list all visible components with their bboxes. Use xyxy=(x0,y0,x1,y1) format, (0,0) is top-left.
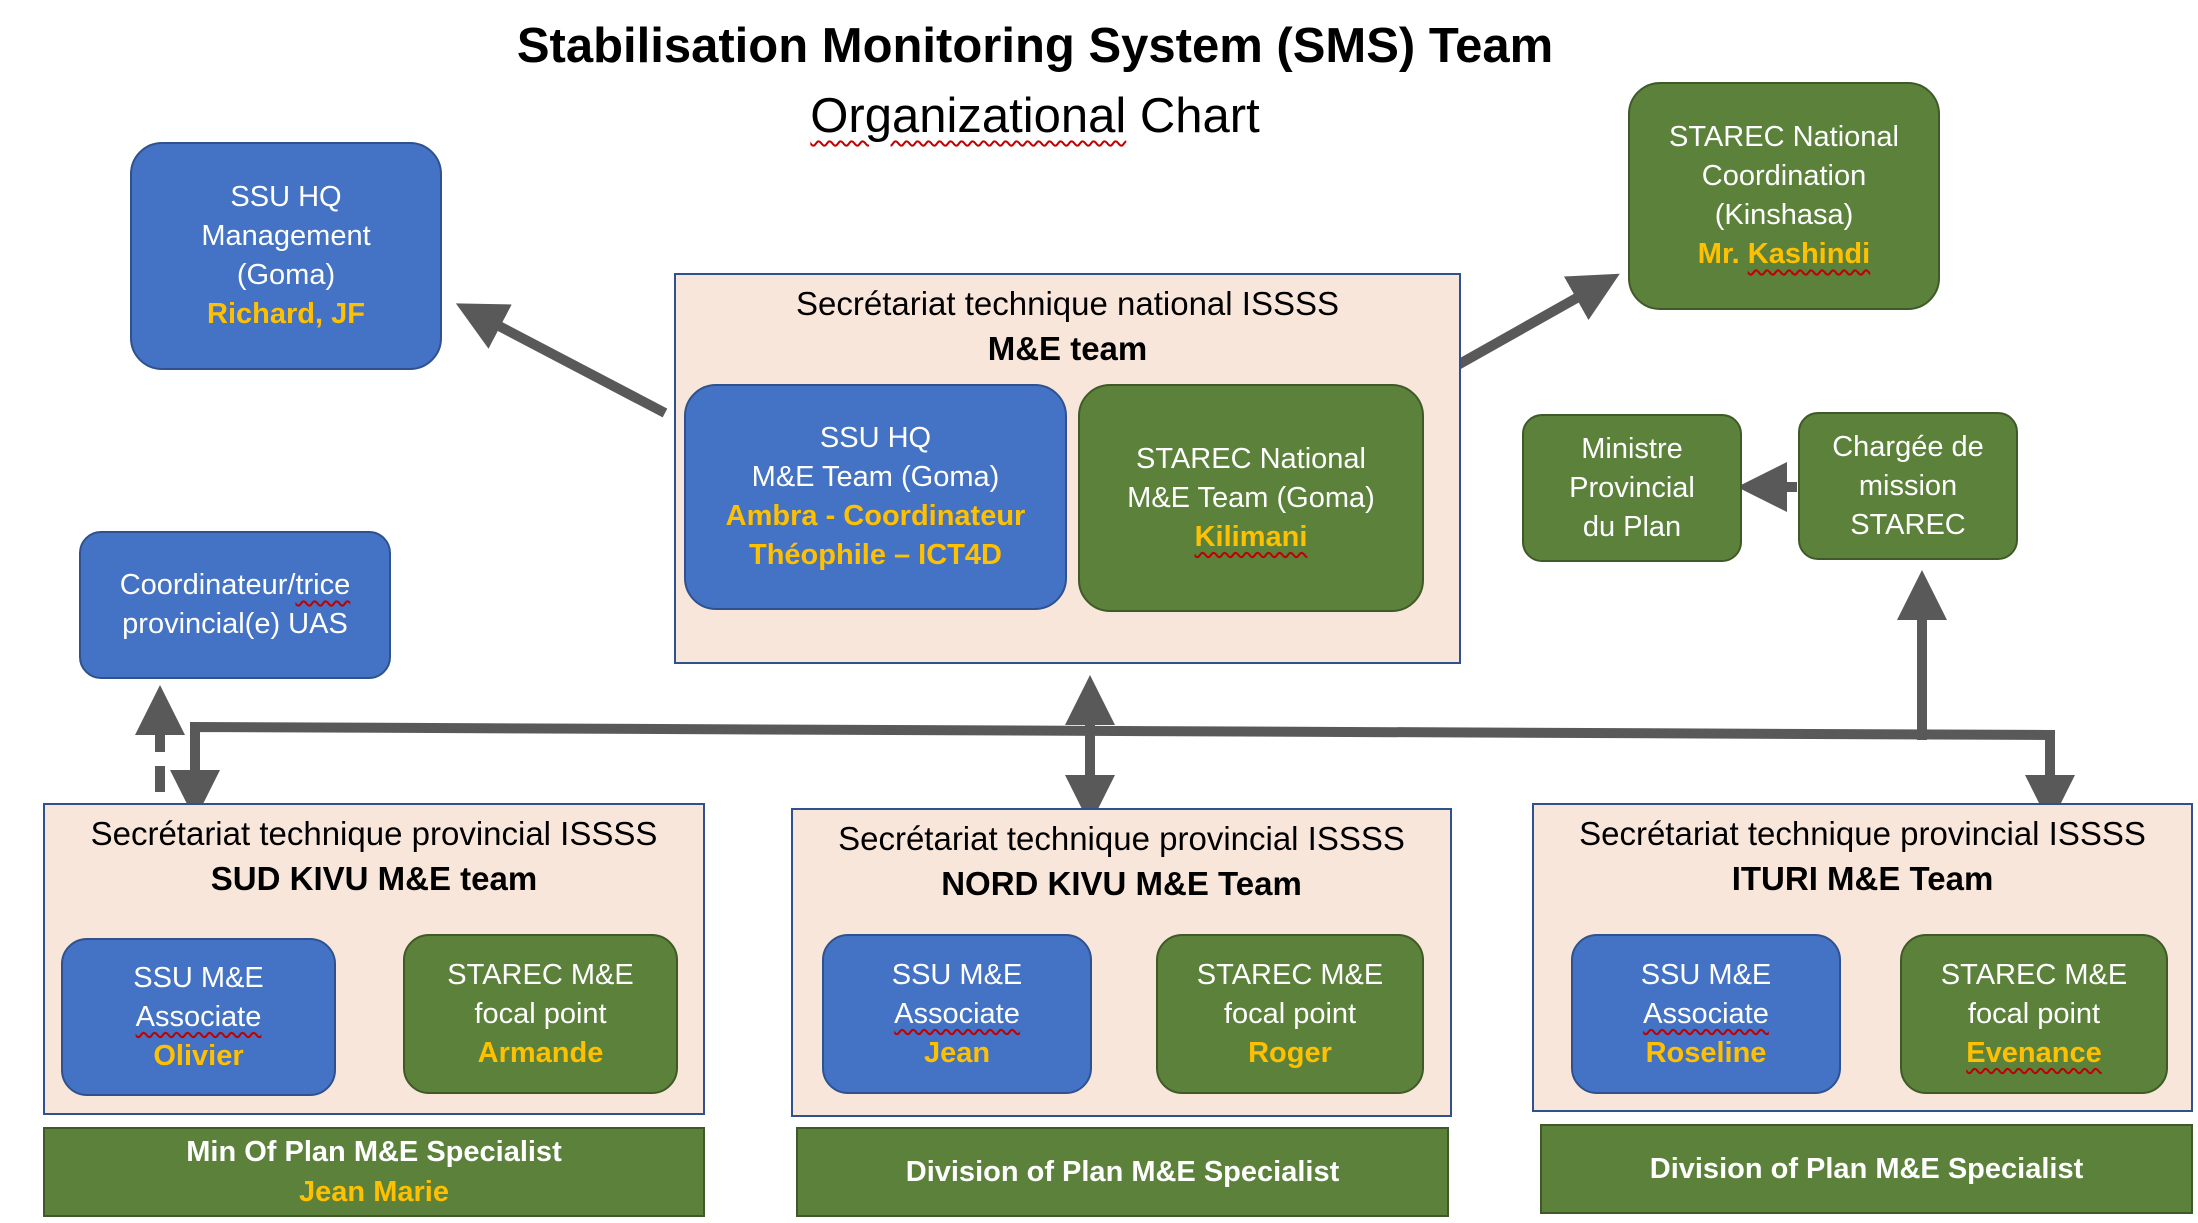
nord-kivu-ssu-name: Jean xyxy=(923,1036,991,1069)
coordinateur-provincial-box: Coordinateur/trice provincial(e) UAS xyxy=(79,531,391,679)
subtitle-word-organizational: Organizational xyxy=(810,89,1127,143)
ministre-line1: Ministre xyxy=(1581,432,1683,465)
ituri-ssu-line1: SSU M&E xyxy=(1640,958,1772,991)
ministre-provincial-box: Ministre Provincial du Plan xyxy=(1522,414,1742,562)
ssu-hq-me-team-box: SSU HQ M&E Team (Goma) Ambra - Coordinat… xyxy=(684,384,1067,610)
starec-national-me-line1: STAREC National xyxy=(1136,442,1366,475)
ituri-specialist-bar: Division of Plan M&E Specialist xyxy=(1540,1124,2193,1214)
starec-national-me-team-box: STAREC National M&E Team (Goma) Kilimani xyxy=(1078,384,1424,612)
arrow-to-ssu-hq-management xyxy=(455,303,668,418)
coordinateur-line1: Coordinateur/trice xyxy=(120,566,351,605)
ministre-line3: du Plan xyxy=(1582,510,1682,543)
sud-kivu-ssu-box: SSU M&E Associate Olivier xyxy=(61,938,336,1096)
starec-national-line2: Coordination xyxy=(1701,160,1867,192)
nord-kivu-ssu-box: SSU M&E Associate Jean xyxy=(822,934,1092,1094)
ssu-hq-management-line1: SSU HQ xyxy=(230,181,342,213)
chargee-de-mission-box: Chargée de mission STAREC xyxy=(1798,412,2018,560)
chargee-line2: mission xyxy=(1858,469,1958,502)
sud-kivu-heading: Secrétariat technique provincial ISSSS xyxy=(90,815,658,852)
ssu-hq-me-name1: Ambra - Coordinateur xyxy=(725,500,1026,532)
sud-kivu-starec-line2: focal point xyxy=(474,997,607,1030)
sud-kivu-starec-line1: STAREC M&E xyxy=(447,958,634,991)
sud-kivu-starec-name: Armande xyxy=(477,1036,604,1069)
sud-kivu-starec-box: STAREC M&E focal point Armande xyxy=(403,934,678,1094)
starec-national-name-line: Mr. Kashindi xyxy=(1698,235,1870,274)
sud-kivu-ssu-name: Olivier xyxy=(153,1039,244,1072)
ssu-hq-management-line3: (Goma) xyxy=(236,259,336,291)
ssu-hq-me-line2: M&E Team (Goma) xyxy=(751,461,1000,493)
sud-kivu-specialist-bar: Min Of Plan M&E Specialist Jean Marie xyxy=(43,1127,705,1217)
ministre-line2: Provincial xyxy=(1569,471,1695,504)
national-team-subheading: M&E team xyxy=(987,330,1148,367)
ituri-starec-name: Evenance xyxy=(1966,1036,2102,1069)
chargee-line1: Chargée de xyxy=(1832,430,1984,463)
ituri-subheading: ITURI M&E Team xyxy=(1731,860,1994,897)
ituri-starec-line1: STAREC M&E xyxy=(1940,958,2128,991)
coordinateur-line2: provincial(e) UAS xyxy=(122,608,348,640)
ssu-hq-management-box: SSU HQ Management (Goma) Richard, JF xyxy=(130,142,442,370)
horizontal-connector xyxy=(190,721,2055,770)
nord-kivu-heading: Secrétariat technique provincial ISSSS xyxy=(838,820,1405,857)
sud-kivu-ssu-line1: SSU M&E xyxy=(133,961,264,994)
chart-title: Stabilisation Monitoring System (SMS) Te… xyxy=(516,19,1554,73)
starec-national-line1: STAREC National xyxy=(1669,121,1899,153)
ituri-ssu-line2: Associate xyxy=(1643,997,1769,1030)
sud-kivu-subheading: SUD KIVU M&E team xyxy=(210,860,538,897)
starec-national-me-line2: M&E Team (Goma) xyxy=(1127,481,1375,514)
ituri-ssu-name: Roseline xyxy=(1645,1036,1767,1069)
ssu-hq-me-name2: Théophile – ICT4D xyxy=(749,539,1002,571)
ituri-starec-box: STAREC M&E focal point Evenance xyxy=(1900,934,2168,1094)
subtitle-word-chart: Chart xyxy=(1126,89,1260,143)
nord-kivu-specialist-title: Division of Plan M&E Specialist xyxy=(905,1156,1340,1188)
coordinateur-line1a: Coordinateur/ xyxy=(119,569,296,601)
ituri-specialist-title: Division of Plan M&E Specialist xyxy=(1649,1153,2084,1185)
national-team-heading: Secrétariat technique national ISSSS xyxy=(795,285,1339,322)
nord-kivu-specialist-bar: Division of Plan M&E Specialist xyxy=(796,1127,1449,1217)
nord-kivu-ssu-line2: Associate xyxy=(894,997,1020,1030)
starec-national-me-name: Kilimani xyxy=(1194,520,1308,553)
sud-kivu-specialist-name: Jean Marie xyxy=(299,1176,449,1208)
nord-kivu-starec-name: Roger xyxy=(1248,1036,1332,1069)
chart-subtitle: Organizational Chart xyxy=(0,88,2070,144)
ssu-hq-me-line1: SSU HQ xyxy=(819,422,932,454)
sud-kivu-specialist-title: Min Of Plan M&E Specialist xyxy=(186,1136,562,1168)
coordinateur-line1b: trice xyxy=(295,569,351,601)
ssu-hq-management-line2: Management xyxy=(201,220,371,252)
ituri-heading: Secrétariat technique provincial ISSSS xyxy=(1579,815,2146,852)
nord-kivu-ssu-line1: SSU M&E xyxy=(891,958,1023,991)
ssu-hq-management-name: Richard, JF xyxy=(207,298,365,330)
ituri-ssu-box: SSU M&E Associate Roseline xyxy=(1571,934,1841,1094)
starec-national-name-prefix: Mr. xyxy=(1697,238,1748,270)
starec-national-coordination-box: STAREC National Coordination (Kinshasa) … xyxy=(1628,82,1940,310)
ituri-starec-line2: focal point xyxy=(1967,997,2101,1030)
starec-national-name: Kashindi xyxy=(1747,238,1871,270)
sud-kivu-ssu-line2: Associate xyxy=(135,1000,262,1033)
chargee-line3: STAREC xyxy=(1850,508,1966,541)
starec-national-line3: (Kinshasa) xyxy=(1714,199,1854,231)
nord-kivu-starec-line1: STAREC M&E xyxy=(1196,958,1384,991)
nord-kivu-starec-box: STAREC M&E focal point Roger xyxy=(1156,934,1424,1094)
nord-kivu-subheading: NORD KIVU M&E Team xyxy=(941,865,1302,902)
nord-kivu-starec-line2: focal point xyxy=(1223,997,1357,1030)
